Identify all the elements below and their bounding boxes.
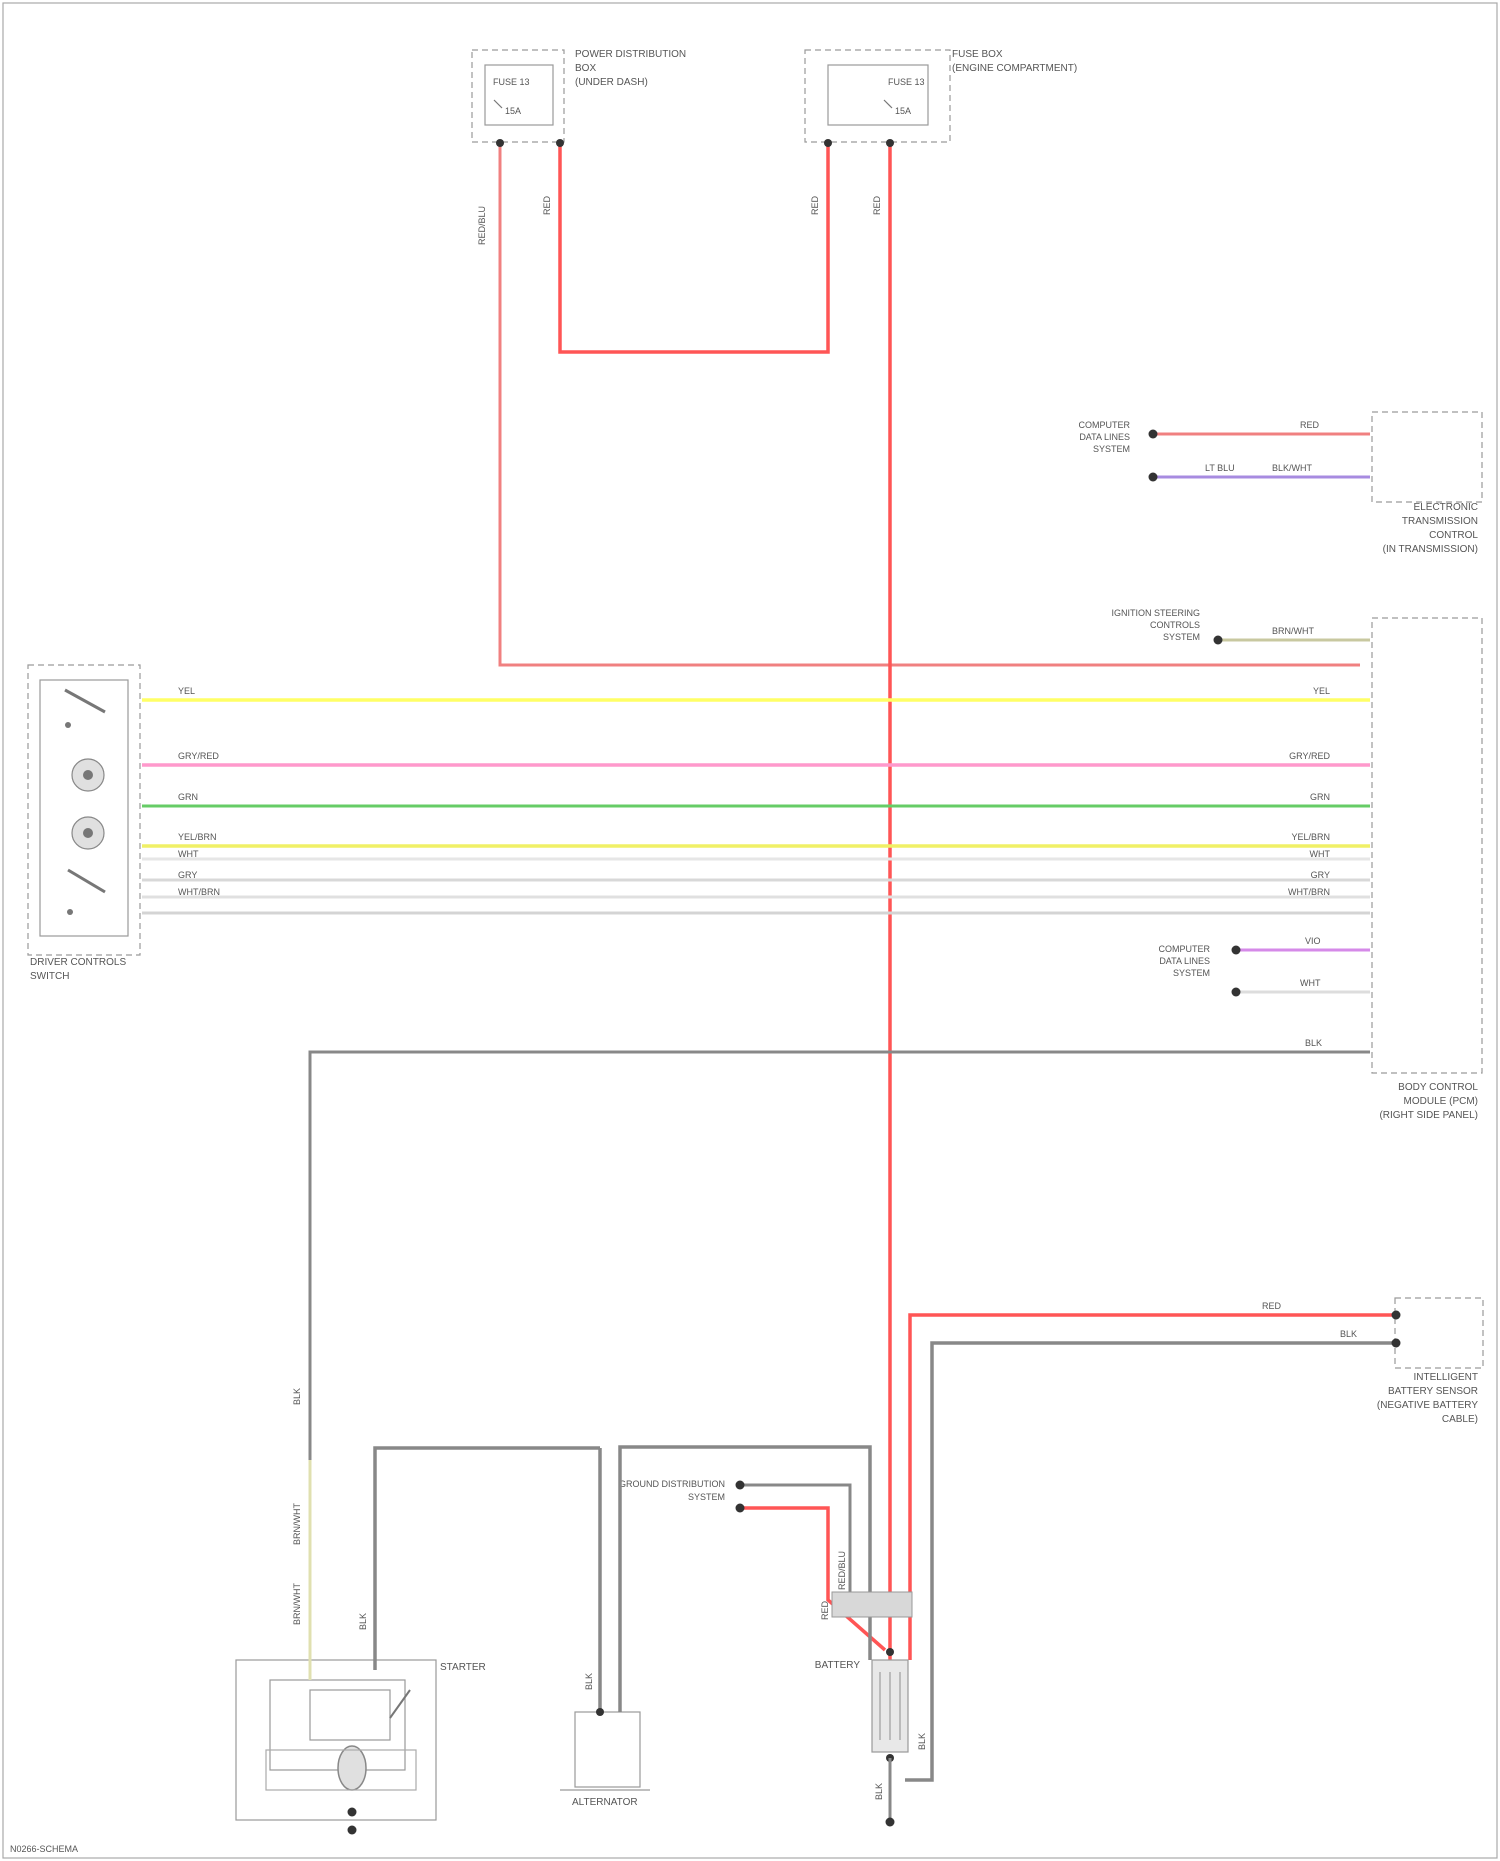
bcm-title-2: MODULE (PCM) (1404, 1096, 1478, 1107)
trans-module-component: ELECTRONIC TRANSMISSION CONTROL (IN TRAN… (1079, 412, 1483, 555)
wire-fuse-right-a: RED (810, 195, 820, 215)
starter-component: STARTER BRN/WHT BRN/WHT BLK (236, 1448, 600, 1835)
bus-wires: YEL GRY/RED GRN YEL/BRN WHT GRY WHT/BRN … (142, 686, 1370, 913)
ground-ref-2: SYSTEM (688, 1492, 725, 1502)
battery-title: BATTERY (815, 1660, 861, 1671)
bus-left-3: GRN (178, 792, 198, 802)
trans-ref-3: SYSTEM (1093, 444, 1130, 454)
wire-fuse-left-a: RED/BLU (477, 206, 487, 245)
fuse-left-title-2: BOX (575, 63, 596, 74)
ground-ref-component: GROUND DISTRIBUTION SYSTEM RED/BLU (619, 1479, 885, 1650)
bus-right-2: GRY/RED (1289, 751, 1330, 761)
wire-sensor-1: RED (1262, 1301, 1282, 1311)
fuse-left-title-1: POWER DISTRIBUTION (575, 49, 686, 60)
fuse-right-code: FUSE 13 (888, 77, 925, 87)
starter-title: STARTER (440, 1662, 486, 1673)
wire-trans-1: RED (1300, 420, 1320, 430)
bus-right-4: YEL/BRN (1291, 832, 1330, 842)
bus-right-5: WHT (1310, 849, 1331, 859)
fuse-right-title-2: (ENGINE COMPARTMENT) (952, 63, 1077, 74)
bus-left-6: GRY (178, 870, 197, 880)
trans-title-2: TRANSMISSION (1402, 516, 1478, 527)
data-ref-3: SYSTEM (1173, 968, 1210, 978)
ign-ref-3: SYSTEM (1163, 632, 1200, 642)
sensor-title-4: CABLE) (1442, 1414, 1478, 1425)
wire-fuse-right-b: RED (872, 195, 882, 215)
wire-fuse-left-b: RED (542, 195, 552, 215)
bcm-component: BODY CONTROL MODULE (PCM) (RIGHT SIDE PA… (1111, 608, 1482, 1121)
data-ref-1: COMPUTER (1159, 944, 1211, 954)
sensor-title-1: INTELLIGENT (1414, 1372, 1478, 1383)
fuse-right-component: FUSE 13 15A FUSE BOX (ENGINE COMPARTMENT… (805, 49, 1077, 142)
fuse-wires: RED/BLU RED RED RED (477, 139, 1360, 1660)
wire-batt-neg: BLK (917, 1733, 927, 1750)
diagram-border (3, 3, 1497, 1858)
ign-ref-2: CONTROLS (1150, 620, 1200, 630)
comm-switch-component: DRIVER CONTROLS SWITCH (28, 665, 140, 982)
fuse-right-title-1: FUSE BOX (952, 49, 1003, 60)
wire-alt-1: BLK (584, 1673, 594, 1690)
fuse-right-rating: 15A (895, 106, 911, 116)
bus-left-1: YEL (178, 686, 195, 696)
wire-ign: BRN/WHT (1272, 626, 1314, 636)
wire-batt-gnd: BLK (874, 1783, 884, 1800)
trans-title-4: (IN TRANSMISSION) (1383, 544, 1478, 555)
wire-data-1: VIO (1305, 936, 1321, 946)
bus-right-6: GRY (1311, 870, 1330, 880)
alternator-title: ALTERNATOR (572, 1797, 638, 1808)
bus-left-7: WHT/BRN (178, 887, 220, 897)
bus-left-5: WHT (178, 849, 199, 859)
wire-trans-2b: BLK/WHT (1272, 463, 1313, 473)
wire-batt-2: RED (820, 1600, 830, 1620)
wire-batt-1: RED/BLU (837, 1551, 847, 1590)
bus-right-7: WHT/BRN (1288, 887, 1330, 897)
trans-ref-1: COMPUTER (1079, 420, 1131, 430)
fuse-left-component: FUSE 13 15A POWER DISTRIBUTION BOX (UNDE… (472, 49, 686, 142)
wire-ground-vert-2: BRN/WHT (292, 1583, 302, 1625)
sensor-title-3: (NEGATIVE BATTERY (1377, 1400, 1478, 1411)
wire-ground-vert-1: BRN/WHT (292, 1503, 302, 1545)
trans-ref-2: DATA LINES (1079, 432, 1130, 442)
wire-trans-2: LT BLU (1205, 463, 1235, 473)
sensor-title-2: BATTERY SENSOR (1388, 1386, 1478, 1397)
battery-sensor-component: RED BLK INTELLIGENT BATTERY SENSOR (NEGA… (905, 1298, 1483, 1780)
wire-data-2: WHT (1300, 978, 1321, 988)
comm-switch-title-2: SWITCH (30, 971, 69, 982)
trans-title-3: CONTROL (1429, 530, 1478, 541)
ign-ref-1: IGNITION STEERING (1111, 608, 1200, 618)
footer-code: N0266-SCHEMA (10, 1844, 78, 1854)
bcm-ground-wire: BLK BLK (292, 1038, 1370, 1460)
bus-left-2: GRY/RED (178, 751, 219, 761)
data-ref-2: DATA LINES (1159, 956, 1210, 966)
bus-right-3: GRN (1310, 792, 1330, 802)
wire-starter-1: BLK (358, 1613, 368, 1630)
trans-title-1: ELECTRONIC (1414, 502, 1478, 513)
bus-left-4: YEL/BRN (178, 832, 217, 842)
fuse-left-rating: 15A (505, 106, 521, 116)
fuse-left-code: FUSE 13 (493, 77, 530, 87)
bus-right-1: YEL (1313, 686, 1330, 696)
comm-switch-title-1: DRIVER CONTROLS (30, 957, 126, 968)
fuse-left-title-3: (UNDER DASH) (575, 77, 648, 88)
bcm-title-3: (RIGHT SIDE PANEL) (1379, 1110, 1478, 1121)
wire-ground-left: BLK (292, 1388, 302, 1405)
ground-ref-1: GROUND DISTRIBUTION (619, 1479, 725, 1489)
wire-sensor-2: BLK (1340, 1329, 1357, 1339)
wire-bcm-bottom: BLK (1305, 1038, 1322, 1048)
bcm-title-1: BODY CONTROL (1398, 1082, 1478, 1093)
